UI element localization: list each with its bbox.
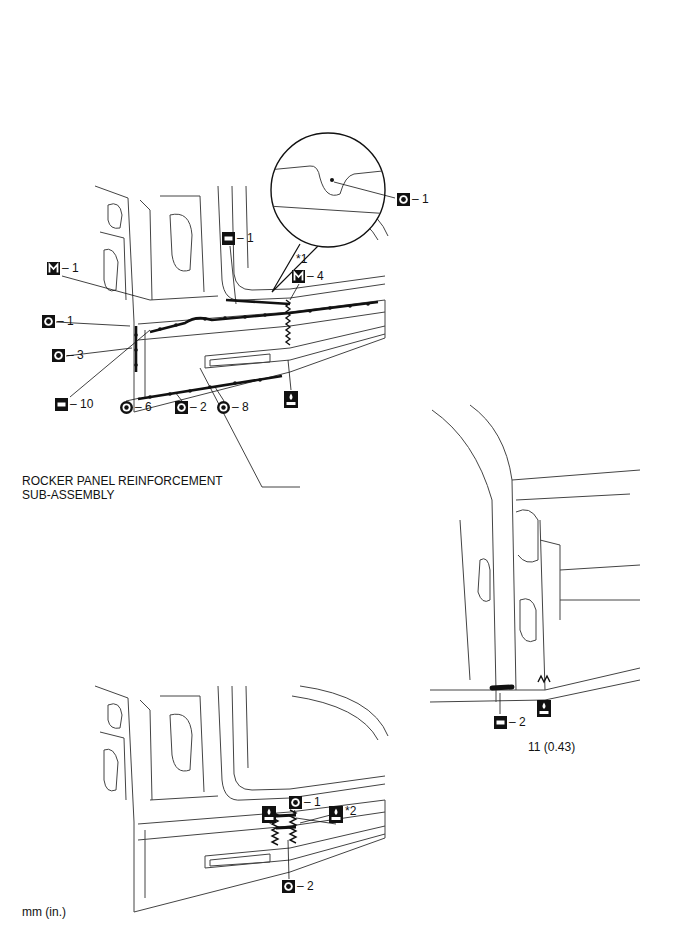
drawing-line <box>500 693 501 714</box>
drawing-line <box>470 405 516 690</box>
drawing-line <box>334 182 395 198</box>
drawing-line <box>366 302 370 306</box>
drawing-line <box>222 232 235 245</box>
callout-number: – 2 <box>509 715 526 729</box>
drawing-line <box>330 178 334 182</box>
drawing-line <box>120 401 133 414</box>
drawing-line <box>430 680 640 702</box>
drawing-line <box>200 368 300 487</box>
drawing-line <box>70 330 150 397</box>
drawing-line <box>243 315 247 319</box>
drawing-line <box>460 520 470 680</box>
part-name: ROCKER PANEL REINFORCEMENT SUB-ASSEMBLY <box>22 474 228 502</box>
drawing-line <box>150 302 378 332</box>
drawing-line <box>293 810 295 813</box>
drawing-line <box>284 391 298 408</box>
callout-number: – 8 <box>232 400 249 414</box>
drawing-line <box>288 360 291 390</box>
callout-number: – 1 <box>237 231 254 245</box>
drawing-line <box>158 327 162 331</box>
drawing-line <box>308 309 312 313</box>
drawing-line <box>135 326 138 372</box>
drawing-line <box>217 401 230 414</box>
drawing-line <box>540 520 545 690</box>
drawing-line <box>276 815 296 828</box>
drawing-line <box>286 300 290 345</box>
drawing-line <box>188 389 192 393</box>
drawing-line <box>148 395 152 399</box>
drawing-line <box>268 118 392 214</box>
drawing-line <box>134 348 138 352</box>
drawing-line <box>271 133 385 247</box>
drawing-line <box>272 244 318 292</box>
drawing-line <box>268 206 392 214</box>
drawing-line <box>537 700 551 717</box>
drawing-line <box>560 565 640 570</box>
callout-number: – 2 <box>297 879 314 893</box>
drawing-line <box>95 686 388 912</box>
drawing-line <box>290 284 299 300</box>
drawing-line <box>432 410 496 690</box>
drawing-line <box>397 193 410 206</box>
drawing-line <box>516 510 538 562</box>
note-marker: *2 <box>345 804 356 818</box>
callout-number: – 2 <box>190 400 207 414</box>
drawing-line <box>203 317 207 321</box>
drawing-line <box>262 806 276 823</box>
callout-number: – 3 <box>67 348 84 362</box>
drawing-line <box>233 381 237 385</box>
drawing-line <box>134 363 138 367</box>
drawing-line <box>55 398 68 411</box>
drawing-line <box>258 378 262 382</box>
drawing-line <box>348 304 352 308</box>
unit-note: mm (in.) <box>22 905 66 919</box>
drawing-line <box>52 349 65 362</box>
drawing-line <box>516 494 630 500</box>
drawing-line <box>175 401 188 414</box>
drawing-line <box>328 306 332 310</box>
drawing-line <box>430 405 640 702</box>
drawing-line <box>268 166 392 195</box>
callout-number: – 10 <box>70 397 93 411</box>
callout-number: – 1 <box>412 192 429 206</box>
dimension: 11 (0.43) <box>528 740 575 754</box>
callout-number: – 6 <box>135 400 152 414</box>
drawing-line <box>136 300 378 399</box>
drawing-line <box>56 246 300 487</box>
drawing-line <box>329 806 343 823</box>
drawing-line <box>223 316 227 320</box>
drawing-line <box>478 559 490 602</box>
drawing-line <box>492 687 512 688</box>
drawing-line <box>494 716 507 729</box>
drawing-line <box>134 302 370 399</box>
callout-number: – 1 <box>62 261 79 275</box>
drawing-line <box>288 840 289 879</box>
drawing-line <box>289 796 302 809</box>
callout-number: – 4 <box>307 269 324 283</box>
callout-number: – 1 <box>57 314 74 328</box>
drawing-line <box>538 676 550 682</box>
note-marker: *1 <box>296 252 307 266</box>
drawing-line <box>174 323 178 327</box>
drawing-line <box>520 599 536 642</box>
drawing-line <box>292 270 305 283</box>
drawing-line <box>300 118 392 130</box>
drawing-line <box>175 392 182 401</box>
drawing-line <box>496 690 497 702</box>
drawing-line <box>512 470 640 480</box>
drawing-line <box>282 880 295 893</box>
drawing-line <box>168 392 172 396</box>
drawing-line <box>62 276 150 300</box>
drawing-line <box>42 315 55 328</box>
drawing-line <box>134 333 138 337</box>
drawing-line <box>560 600 640 601</box>
drawing-line <box>47 262 60 275</box>
drawing-line <box>230 246 236 304</box>
drawing-line <box>263 313 267 317</box>
callout-number: – 1 <box>304 795 321 809</box>
